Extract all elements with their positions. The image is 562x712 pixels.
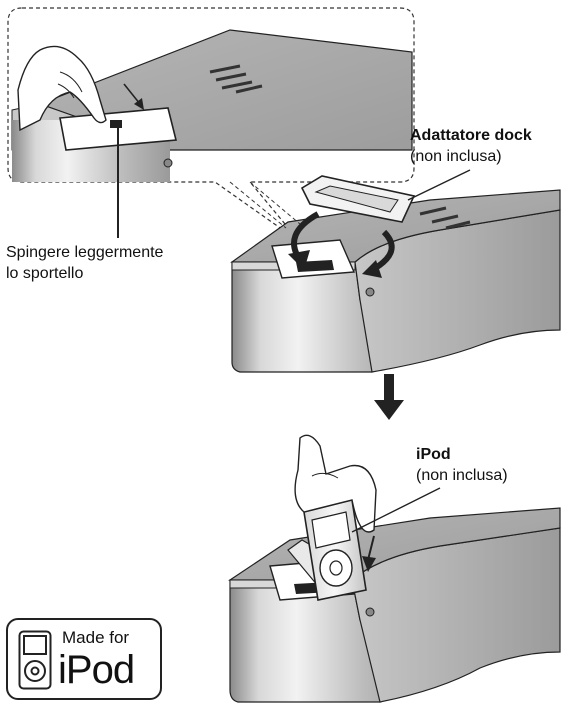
badge-product-text: iPod [58,646,134,694]
door-tab [110,120,122,128]
ipod-icon [18,630,52,690]
dock-adapter-note: (non inclusa) [410,146,502,167]
ipod-note: (non inclusa) [416,465,508,486]
ipod-label: iPod [416,444,451,465]
unit-with-ipod [230,435,560,702]
door-instruction-line1: Spingere leggermente [6,242,163,263]
unit-dock-adapter [232,176,560,372]
door-instruction-line2: lo sportello [6,263,83,284]
adapter-leader-line [408,170,470,200]
made-for-ipod-badge: Made for iPod [6,618,162,700]
step-down-arrow-icon [374,374,404,420]
dock-adapter-label: Adattatore dock [410,125,532,146]
badge-made-for-text: Made for [62,628,129,648]
